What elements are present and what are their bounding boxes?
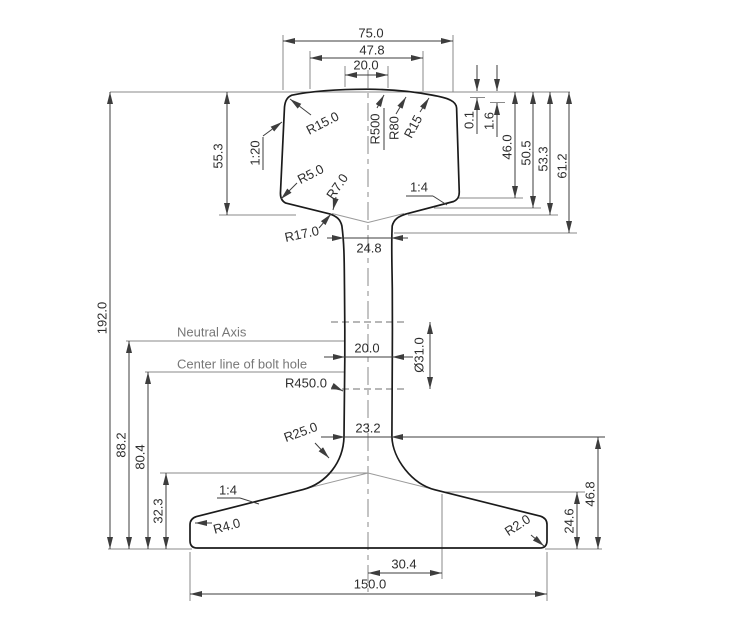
radius-head-lower-corner: R5.0 — [295, 161, 326, 187]
radius-web-foot-fillet: R25.0 — [282, 419, 320, 445]
dim-depth-50-5: 50.5 — [518, 140, 533, 165]
radius-crown-center: R500 — [367, 113, 382, 144]
dim-depth-46: 46.0 — [499, 134, 514, 159]
dim-crown-drop-small: 0.1 — [461, 111, 476, 129]
slope-foot-top: 1:4 — [219, 482, 237, 497]
radius-web-top-fillet: R17.0 — [283, 223, 320, 245]
dim-bolt-hole-diameter: Ø31.0 — [411, 337, 426, 372]
dim-foot-slope-height: 32.3 — [150, 498, 165, 523]
dim-neutral-axis-height: 88.2 — [113, 432, 128, 457]
dim-crown-flat: 20.0 — [353, 57, 378, 72]
dim-head-total-depth: 61.2 — [554, 153, 569, 178]
dim-depth-53-3: 53.3 — [535, 146, 550, 171]
dim-web-mid-width: 20.0 — [354, 340, 379, 355]
leader-lines — [195, 94, 545, 547]
dim-foot-edge-thickness: 24.6 — [561, 508, 576, 533]
dim-crown-width: 47.8 — [359, 42, 384, 57]
radius-foot-left-corner: R4.0 — [212, 515, 242, 537]
radius-head-top-corner: R15.0 — [304, 108, 342, 137]
dim-bolt-center-height: 80.4 — [132, 444, 147, 469]
dim-total-height: 192.0 — [94, 302, 109, 335]
radius-crown-edge: R15 — [401, 112, 425, 140]
dim-foot-half-offset: 30.4 — [391, 556, 416, 571]
dim-crown-drop-large: 1.6 — [481, 112, 496, 130]
dim-foot-junction-height: 46.8 — [582, 481, 597, 506]
dimension-lines — [107, 38, 605, 597]
slope-head-underside: 1:4 — [410, 179, 428, 194]
rail-profile-outline — [189, 88, 548, 549]
center-lines — [331, 70, 407, 592]
dim-foot-width: 150.0 — [354, 576, 387, 591]
neutral-axis-label: Neutral Axis — [177, 324, 247, 339]
dim-web-top-width: 24.8 — [356, 240, 381, 255]
labels: 75.0 47.8 20.0 0.1 1.6 46.0 50.5 53.3 61… — [94, 25, 597, 591]
extension-lines — [108, 35, 602, 601]
radius-head-web-fillet: R7.0 — [323, 171, 351, 202]
dim-web-bottom-width: 23.2 — [355, 420, 380, 435]
radius-web-side: R450.0 — [285, 375, 327, 390]
slope-head-side: 1:20 — [247, 140, 262, 165]
radius-foot-right-corner: R2.0 — [502, 511, 533, 539]
bolt-hole-centerline-label: Center line of bolt hole — [177, 356, 307, 371]
dim-head-side-depth: 55.3 — [210, 143, 225, 168]
radius-crown-side: R80 — [386, 116, 401, 140]
dim-head-width: 75.0 — [358, 25, 383, 40]
